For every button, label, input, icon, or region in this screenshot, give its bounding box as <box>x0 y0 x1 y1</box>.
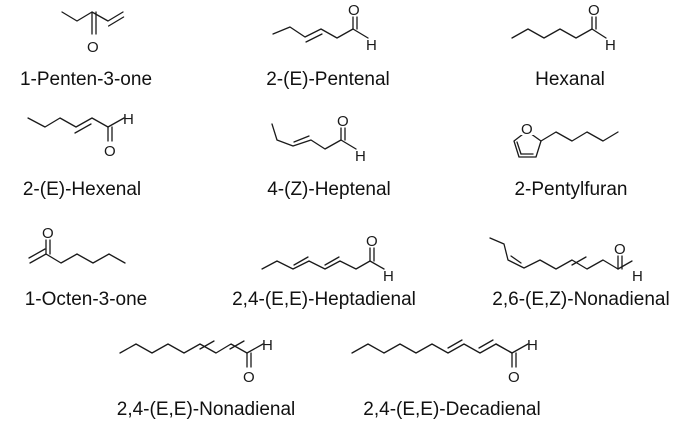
oxygen-atom: O <box>42 225 54 242</box>
compound-label-2-pentylfuran: 2-Pentylfuran <box>514 179 628 200</box>
oxygen-atom: O <box>243 369 255 386</box>
hydrogen-atom: H <box>366 37 377 54</box>
oxygen-atom: O <box>348 2 360 19</box>
oxygen-atom: O <box>104 143 116 160</box>
hydrogen-atom: H <box>527 337 538 354</box>
hydrogen-atom: H <box>123 111 134 128</box>
oxygen-atom: O <box>366 233 378 250</box>
hydrogen-atom: H <box>632 268 643 285</box>
compound-label-2-6-ez-nonadienal: 2,6-(E,Z)-Nonadienal <box>492 289 670 310</box>
hydrogen-atom: H <box>355 148 366 165</box>
oxygen-atom: O <box>614 241 626 258</box>
hydrogen-atom: H <box>383 268 394 285</box>
compound-label-1-penten-3-one: 1-Penten-3-one <box>19 69 153 90</box>
compound-label-4-z-heptenal: 4-(Z)-Heptenal <box>267 179 391 200</box>
hydrogen-atom: H <box>605 37 616 54</box>
oxygen-atom: O <box>521 121 533 138</box>
oxygen-atom: O <box>588 2 600 19</box>
compound-label-2-4-ee-decadienal: 2,4-(E,E)-Decadienal <box>363 399 541 420</box>
oxygen-atom: O <box>337 113 349 130</box>
compound-label-1-octen-3-one: 1-Octen-3-one <box>24 289 148 310</box>
compound-label-2-e-hexenal: 2-(E)-Hexenal <box>22 179 142 200</box>
oxygen-atom: O <box>508 369 520 386</box>
compound-label-2-4-ee-nonadienal: 2,4-(E,E)-Nonadienal <box>116 399 296 420</box>
compound-label-hexanal: Hexanal <box>535 69 605 90</box>
compound-label-2-4-ee-heptadienal: 2,4-(E,E)-Heptadienal <box>232 289 416 310</box>
compound-label-2-e-pentenal: 2-(E)-Pentenal <box>266 69 390 90</box>
hydrogen-atom: H <box>262 337 273 354</box>
oxygen-atom: O <box>87 39 99 56</box>
